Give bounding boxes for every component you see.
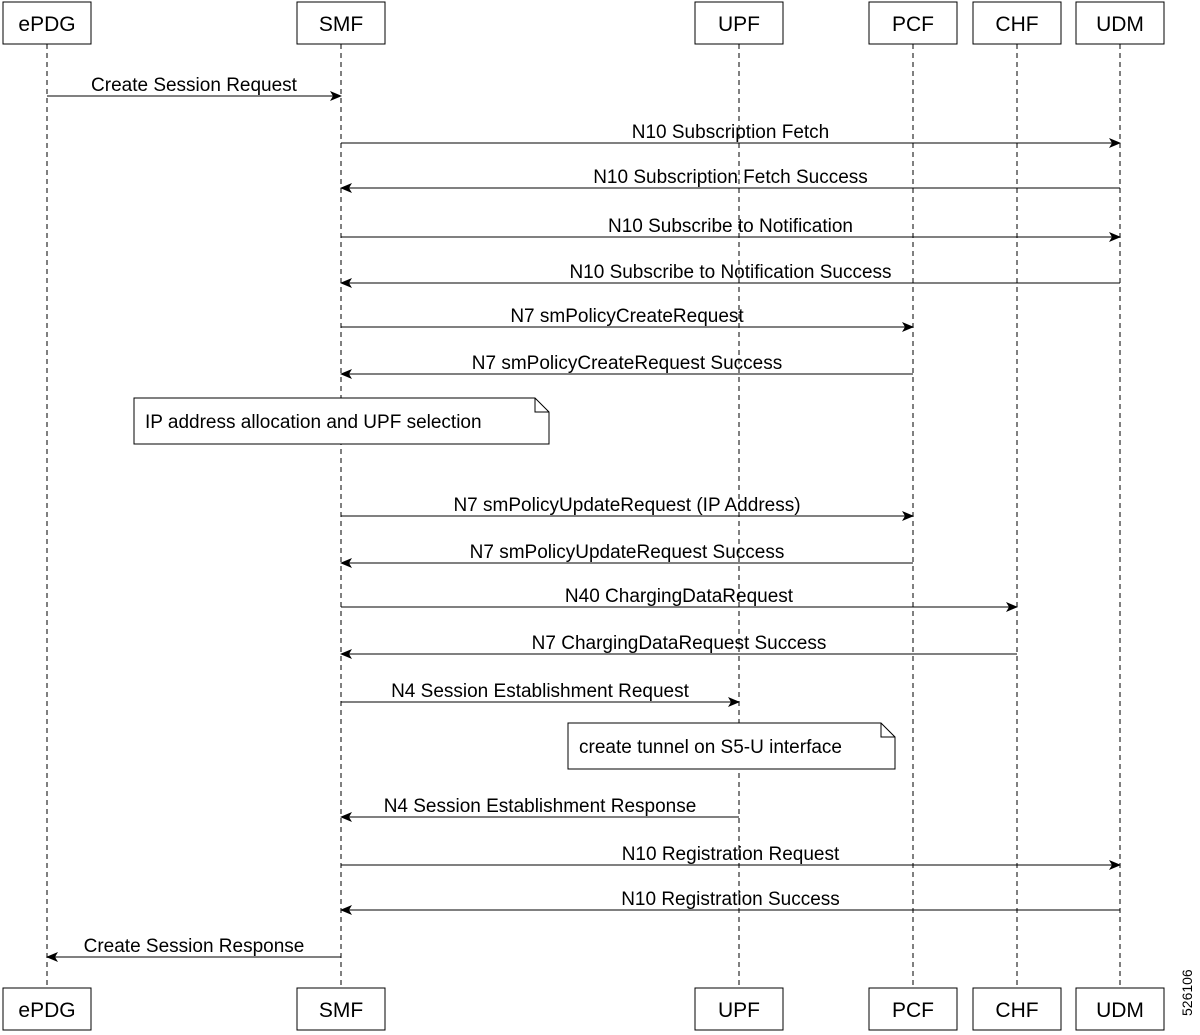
message-16: N10 Registration Request <box>341 844 1121 870</box>
message-6: N7 smPolicyCreateRequest <box>341 306 914 332</box>
message-10: N7 smPolicyUpdateRequest Success <box>340 542 913 568</box>
actor-box <box>694 987 784 1031</box>
actor-label: UPF <box>718 999 760 1022</box>
actor-box <box>2 987 92 1031</box>
note-box <box>133 397 550 445</box>
actor-upf-top: UPF <box>694 1 784 45</box>
actor-chf-top: CHF <box>972 1 1062 45</box>
note-box <box>567 722 896 770</box>
message-12: N7 ChargingDataRequest Success <box>340 633 1017 659</box>
actor-box <box>868 987 958 1031</box>
message-5: N10 Subscribe to Notification Success <box>340 262 1120 288</box>
message-label: N4 Session Establishment Response <box>384 796 697 817</box>
actor-smf-top: SMF <box>296 1 386 45</box>
message-label: N7 smPolicyUpdateRequest (IP Address) <box>453 495 800 516</box>
message-label: N7 ChargingDataRequest Success <box>532 633 827 654</box>
actor-udm-top: UDM <box>1075 1 1165 45</box>
figure-id: 526106 <box>1179 969 1195 1016</box>
message-1: Create Session Request <box>47 75 342 101</box>
actor-box <box>694 1 784 45</box>
message-3: N10 Subscription Fetch Success <box>340 167 1120 193</box>
actor-label: SMF <box>319 999 363 1022</box>
actor-box <box>868 1 958 45</box>
actor-pcf-top: PCF <box>868 1 958 45</box>
actor-box <box>1075 1 1165 45</box>
actor-box <box>2 1 92 45</box>
actor-box <box>296 1 386 45</box>
message-label: N10 Subscribe to Notification Success <box>569 262 891 283</box>
actor-smf-bottom: SMF <box>296 987 386 1031</box>
actor-label: PCF <box>892 13 934 36</box>
message-label: N7 smPolicyCreateRequest <box>510 306 744 327</box>
actor-upf-bottom: UPF <box>694 987 784 1031</box>
message-label: N7 smPolicyUpdateRequest Success <box>470 542 785 563</box>
actor-box <box>972 1 1062 45</box>
actor-label: SMF <box>319 13 363 36</box>
note-label: create tunnel on S5-U interface <box>579 737 842 758</box>
message-label: N10 Subscribe to Notification <box>608 216 853 237</box>
message-13: N4 Session Establishment Request <box>341 681 740 707</box>
message-17: N10 Registration Success <box>340 889 1120 915</box>
message-label: N10 Registration Success <box>621 889 840 910</box>
actor-label: UDM <box>1096 999 1144 1022</box>
actors-bottom: ePDG SMF UPF PCF CHF UDM <box>2 987 1165 1031</box>
actor-label: PCF <box>892 999 934 1022</box>
actor-box <box>972 987 1062 1031</box>
message-18: Create Session Response <box>46 936 341 962</box>
actor-label: CHF <box>995 13 1038 36</box>
message-15: N4 Session Establishment Response <box>340 796 739 822</box>
note-fold <box>534 398 549 413</box>
message-label: N10 Registration Request <box>622 844 840 865</box>
actor-label: UPF <box>718 13 760 36</box>
actor-epdg-top: ePDG <box>2 1 92 45</box>
message-label: Create Session Request <box>91 75 298 96</box>
message-label: N10 Subscription Fetch <box>632 122 830 143</box>
actor-label: ePDG <box>18 999 75 1022</box>
message-11: N40 ChargingDataRequest <box>341 586 1018 612</box>
actor-epdg-bottom: ePDG <box>2 987 92 1031</box>
actor-pcf-bottom: PCF <box>868 987 958 1031</box>
message-label: N4 Session Establishment Request <box>391 681 690 702</box>
actor-chf-bottom: CHF <box>972 987 1062 1031</box>
actor-box <box>1075 987 1165 1031</box>
message-7: N7 smPolicyCreateRequest Success <box>340 353 913 379</box>
actor-udm-bottom: UDM <box>1075 987 1165 1031</box>
actor-box <box>296 987 386 1031</box>
message-9: N7 smPolicyUpdateRequest (IP Address) <box>341 495 914 521</box>
note-label: IP address allocation and UPF selection <box>145 412 482 433</box>
actor-label: UDM <box>1096 13 1144 36</box>
actor-label: CHF <box>995 999 1038 1022</box>
note-fold <box>880 723 895 738</box>
message-2: N10 Subscription Fetch <box>341 122 1121 148</box>
note-14: create tunnel on S5-U interface <box>567 722 896 770</box>
note-8: IP address allocation and UPF selection <box>133 397 550 445</box>
actors-top: ePDG SMF UPF PCF CHF UDM <box>2 1 1165 45</box>
message-label: N40 ChargingDataRequest <box>565 586 794 607</box>
message-4: N10 Subscribe to Notification <box>341 216 1121 242</box>
message-label: Create Session Response <box>84 936 305 957</box>
message-label: N10 Subscription Fetch Success <box>593 167 868 188</box>
actor-label: ePDG <box>18 13 75 36</box>
message-label: N7 smPolicyCreateRequest Success <box>472 353 782 374</box>
